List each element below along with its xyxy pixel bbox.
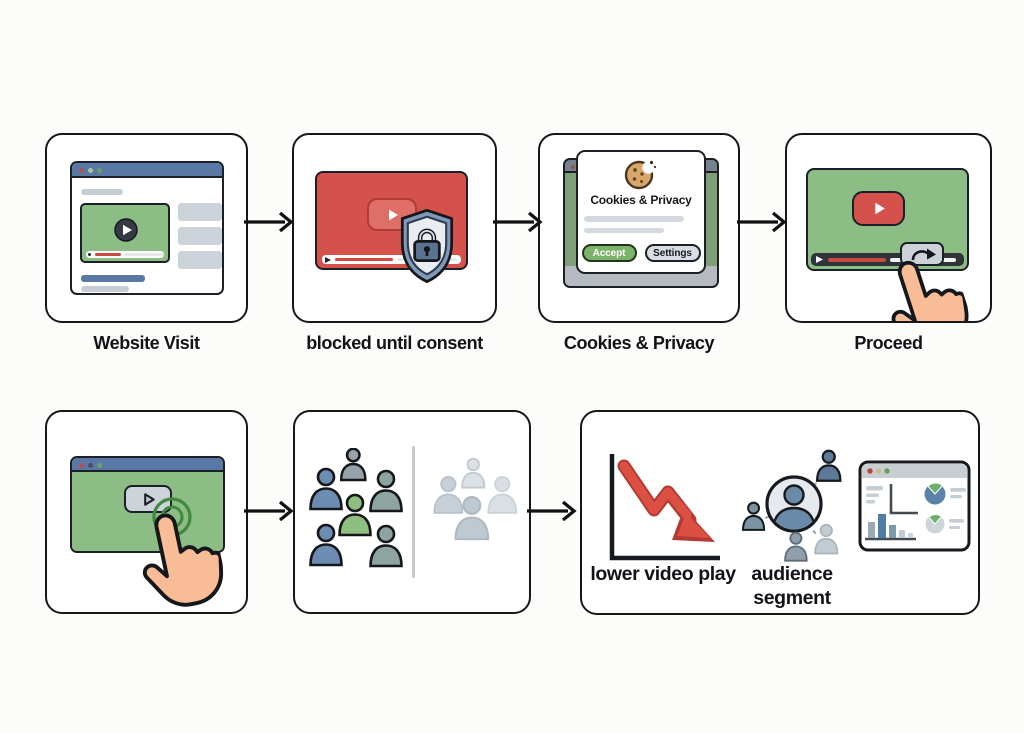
window-close-icon [79, 462, 84, 468]
step-label-cookie-consent: Cookies & Privacy [563, 333, 715, 353]
nonconsented-people-group [433, 457, 518, 541]
window-minimize-icon [88, 462, 93, 468]
step-panel-proceed [785, 133, 992, 323]
step-panel-audience-split [293, 410, 531, 614]
thumbnail-placeholder [178, 227, 222, 245]
video-controlbar [86, 251, 164, 258]
browser-titlebar [72, 163, 222, 178]
progress-track [124, 253, 164, 256]
accept-button: Accept [581, 244, 637, 262]
step-label-blocked: blocked until consent [306, 333, 483, 353]
window-maximize-icon [97, 168, 102, 173]
window-close-icon [79, 168, 84, 173]
outcome-label-lower-video-play: lower video play [590, 563, 736, 585]
flow-arrow-icon [244, 500, 294, 522]
audience-network-icon [742, 449, 842, 562]
play-control-icon [325, 256, 331, 263]
play-control-icon [816, 256, 823, 263]
cookie-icon [624, 160, 657, 190]
flow-arrow-icon [737, 211, 787, 233]
video-player [80, 203, 170, 263]
thumbnail-placeholder [178, 203, 222, 221]
settings-button: Settings [644, 244, 701, 262]
cookie-dialog-buttons: Accept Settings [581, 244, 701, 262]
youtube-play-icon [852, 191, 905, 226]
browser-titlebar [72, 458, 223, 472]
progress-bar [828, 257, 886, 262]
progress-bar [335, 257, 393, 262]
step-label-proceed: Proceed [854, 333, 923, 353]
step-panel-blocked [292, 133, 497, 323]
cookie-dialog: Cookies & Privacy Accept Settings [576, 150, 706, 274]
flow-arrow-icon [527, 500, 577, 522]
window-close-icon [571, 164, 575, 169]
shield-lock-icon [400, 208, 454, 284]
decline-chart-icon [609, 454, 720, 561]
thumbnail-placeholder [178, 251, 222, 269]
browser-window [70, 161, 224, 295]
window-minimize-icon [88, 168, 93, 173]
step-panel-outcomes: lower video play audience segment [580, 410, 980, 615]
text-placeholder [81, 189, 123, 195]
outcome-label-audience-segment: audience segment [751, 563, 833, 609]
step-panel-cookie-consent: Cookies & Privacy Accept Settings [538, 133, 740, 323]
analytics-window-icon [858, 460, 971, 552]
play-button-icon [124, 485, 172, 513]
link-placeholder [81, 275, 145, 282]
split-divider [412, 446, 415, 578]
step-panel-click-play [45, 410, 248, 614]
text-placeholder [584, 227, 664, 233]
flow-arrow-icon [493, 211, 543, 233]
progress-bar [95, 253, 121, 256]
play-icon [114, 218, 138, 242]
flow-arrow-icon [244, 211, 294, 233]
window-maximize-icon [97, 462, 102, 468]
consented-people-group [309, 448, 403, 568]
text-placeholder [81, 286, 129, 292]
step-panel-website-visit [45, 133, 248, 323]
text-placeholder [584, 216, 684, 222]
step-label-website-visit: Website Visit [93, 333, 200, 353]
cookie-dialog-title: Cookies & Privacy [590, 193, 692, 207]
play-control-icon [88, 252, 92, 257]
